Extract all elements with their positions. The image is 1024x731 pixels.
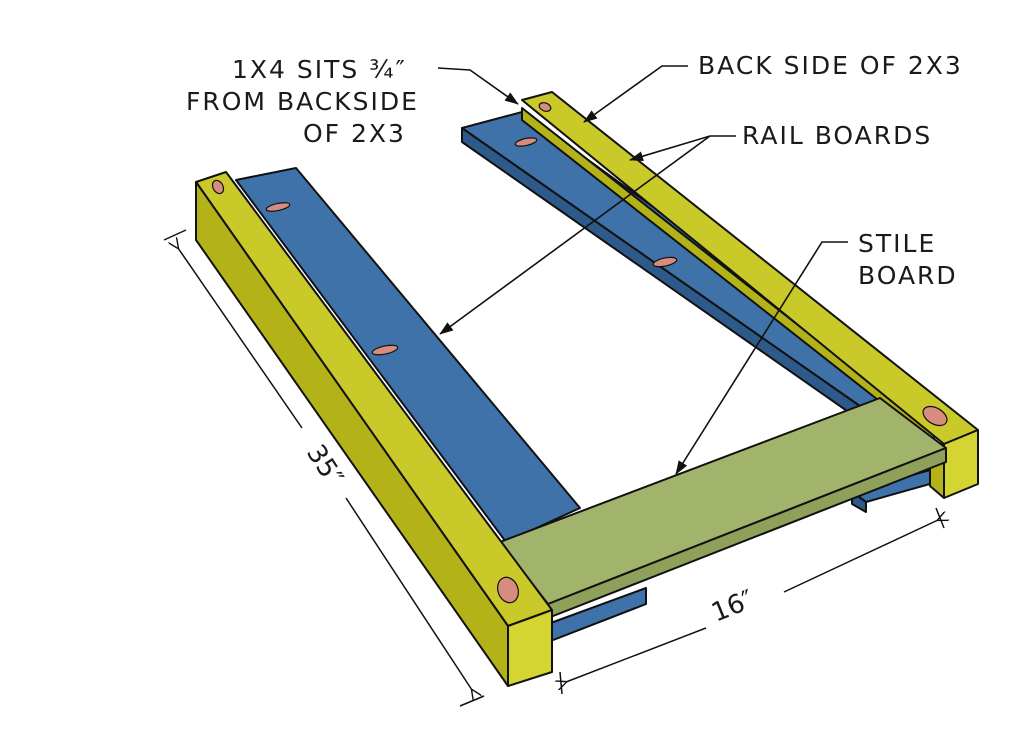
pocket-hole-icon — [514, 137, 538, 147]
leader-lines — [437, 65, 848, 475]
pocket-hole-icon — [497, 576, 519, 604]
dimension-16 — [560, 507, 944, 695]
pocket-holes — [211, 102, 948, 604]
pocket-hole-icon — [652, 256, 678, 268]
dimension-35 — [163, 229, 485, 707]
front-leg-top — [195, 171, 553, 627]
dimension-16-label: 16″ — [707, 585, 758, 629]
front-rail-top — [235, 167, 581, 543]
pocket-hole-icon — [265, 202, 291, 212]
callout-rail-boards: RAIL BOARDS — [742, 121, 932, 150]
pocket-hole-icon — [371, 344, 399, 356]
pocket-hole-icon — [538, 102, 552, 112]
front-leg-end — [507, 609, 553, 687]
callout-1x4-line1: 1X4 SITS ¾″ — [232, 55, 407, 84]
pocket-hole-icon — [211, 179, 225, 195]
front-leg-2x3 — [195, 171, 553, 687]
callout-stile-board: STILE BOARD — [858, 229, 958, 290]
callout-1x4-sits: 1X4 SITS ¾″ FROM BACKSIDE OF 2X3 — [186, 55, 419, 148]
front-rail-board — [235, 167, 581, 543]
callout-stile-line1: STILE — [858, 229, 936, 258]
callout-stile-line2: BOARD — [858, 261, 958, 290]
callout-1x4-line3: OF 2X3 — [303, 119, 406, 148]
back-leg-2x3 — [521, 91, 979, 499]
pocket-hole-icon — [922, 405, 948, 427]
callout-1x4-line2: FROM BACKSIDE — [186, 87, 419, 116]
callout-back-side: BACK SIDE OF 2X3 — [698, 51, 963, 80]
